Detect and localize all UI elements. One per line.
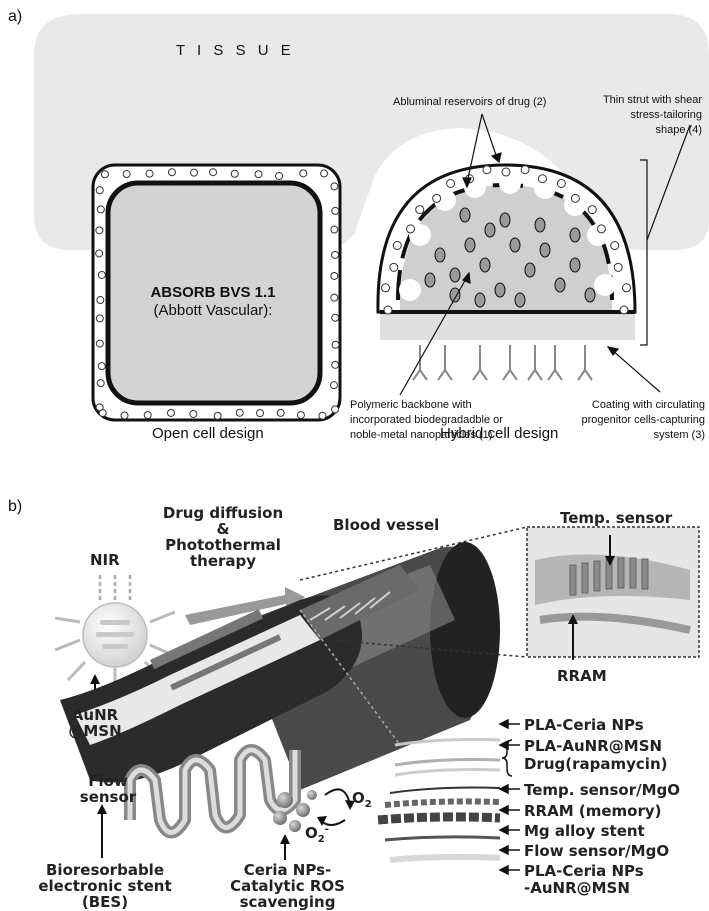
superoxide-label: O2- bbox=[305, 822, 329, 848]
layer-arrowhead bbox=[500, 866, 508, 874]
layer-arrowhead bbox=[500, 806, 508, 814]
layer-arrowhead bbox=[500, 720, 508, 728]
layer-label-3: Drug(rapamycin) bbox=[524, 756, 667, 772]
bes-line-2: electronic stent bbox=[35, 878, 175, 894]
layer-label-5: RRAM (memory) bbox=[524, 803, 661, 819]
layer-label-4: Temp. sensor/MgO bbox=[524, 782, 680, 798]
aunr-line-2: @MSN bbox=[62, 723, 128, 739]
o2-subscript: 2 bbox=[365, 799, 372, 810]
label-arrows bbox=[97, 804, 107, 858]
drug-diffusion-label: Drug diffusion & Photothermal therapy bbox=[158, 505, 288, 569]
temp-sensor-label: Temp. sensor bbox=[560, 510, 672, 526]
layer-label-1: PLA-Ceria NPs bbox=[524, 717, 644, 733]
layer-arrowhead bbox=[500, 785, 508, 793]
bes-line-1: Bioresorbable bbox=[35, 862, 175, 878]
bes-label: Bioresorbable electronic stent (BES) bbox=[35, 862, 175, 910]
layer-arrowhead bbox=[500, 826, 508, 834]
o2-label: O2 bbox=[352, 790, 372, 813]
layer-label-8: PLA-Ceria NPs bbox=[524, 863, 644, 879]
rram-label: RRAM bbox=[557, 668, 607, 684]
superoxide-charge: - bbox=[325, 824, 329, 835]
layer-label-7: Flow sensor/MgO bbox=[524, 843, 669, 859]
superoxide-subscript: 2 bbox=[318, 834, 325, 845]
ceria-label: Ceria NPs- Catalytic ROS scavenging bbox=[230, 862, 345, 910]
blood-vessel-label: Blood vessel bbox=[333, 517, 439, 533]
flow-sensor-line-1: Flow bbox=[78, 773, 138, 789]
flow-sensor-label: Flow sensor bbox=[78, 773, 138, 805]
ceria-line-3: scavenging bbox=[230, 894, 345, 910]
nir-label: NIR bbox=[90, 552, 120, 568]
ceria-line-2: Catalytic ROS bbox=[230, 878, 345, 894]
o2-symbol: O bbox=[352, 789, 365, 807]
bes-line-3: (BES) bbox=[35, 894, 175, 910]
ceria-line-1: Ceria NPs- bbox=[230, 862, 345, 878]
aunr-label: AuNR @MSN bbox=[62, 707, 128, 739]
drug-diffusion-line-1: Drug diffusion & bbox=[158, 505, 288, 537]
layer-label-6: Mg alloy stent bbox=[524, 823, 645, 839]
flow-sensor-line-2: sensor bbox=[78, 789, 138, 805]
superoxide-symbol: O bbox=[305, 824, 318, 842]
drug-diffusion-line-3: therapy bbox=[158, 553, 288, 569]
aunr-line-1: AuNR bbox=[62, 707, 128, 723]
layer-arrowhead bbox=[500, 846, 508, 854]
drug-diffusion-line-2: Photothermal bbox=[158, 537, 288, 553]
layer-label-9: -AuNR@MSN bbox=[524, 880, 630, 896]
layer-label-2: PLA-AuNR@MSN bbox=[524, 738, 662, 754]
